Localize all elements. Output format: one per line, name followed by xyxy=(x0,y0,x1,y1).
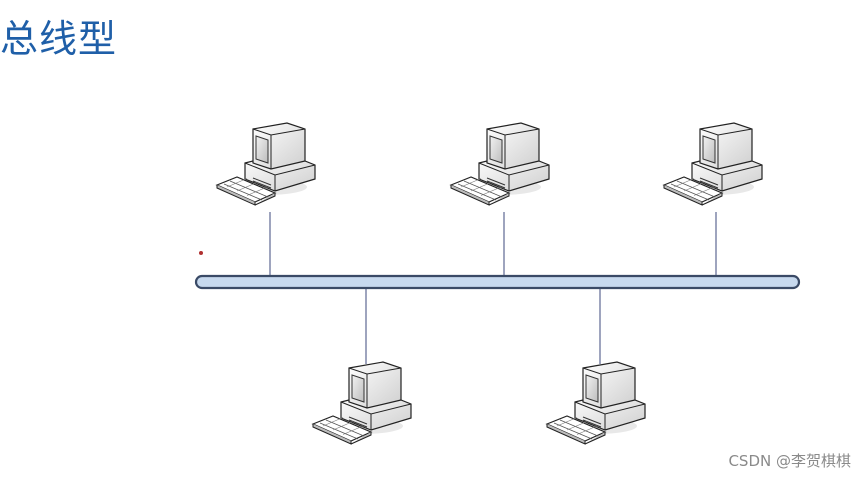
page-title: 总线型 xyxy=(0,17,118,61)
bus-cable xyxy=(194,274,801,290)
computer-node xyxy=(450,122,550,206)
computer-node xyxy=(312,361,412,445)
computer-node xyxy=(546,361,646,445)
computer-node xyxy=(663,122,763,206)
watermark: CSDN @李贺棋棋 xyxy=(728,452,851,470)
cursor-dot xyxy=(199,251,203,255)
computer-node xyxy=(216,122,316,206)
